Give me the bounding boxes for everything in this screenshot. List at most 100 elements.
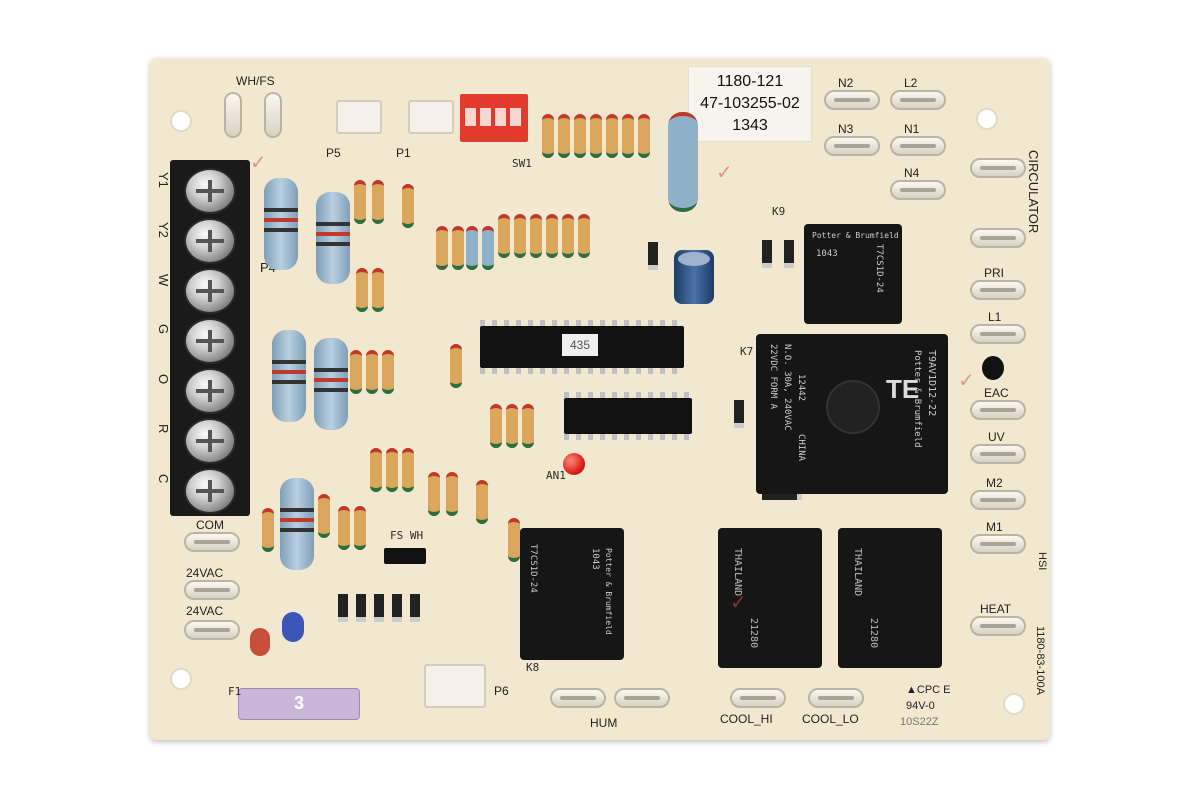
resistor [354, 506, 366, 550]
fs-wh-label: FS WH [390, 529, 424, 542]
power-resistor [316, 192, 350, 284]
resistor [466, 226, 478, 270]
l1-terminal [970, 324, 1026, 344]
driver-chip [564, 392, 692, 440]
cool-hi-label: COOL_HI [720, 712, 773, 726]
relay-cool-lo-origin: THAILAND [852, 548, 863, 597]
com-label: COM [196, 518, 224, 532]
diode [734, 400, 744, 428]
sticker-line-2: 47-103255-02 [700, 95, 800, 112]
board-part-number: 1180-83-100A [1034, 626, 1046, 695]
sw1-label: SW1 [512, 157, 532, 170]
film-capacitor [250, 628, 270, 656]
resistor [370, 448, 382, 492]
relay-k8-code: 1043 [590, 548, 600, 570]
relay-k7-form: 22VDC FORM A [768, 344, 778, 410]
mounting-hole [170, 110, 192, 132]
date-code: 10S22Z [900, 716, 939, 728]
n4-label: N4 [904, 166, 920, 180]
red-marking: ✓ [250, 152, 267, 174]
power-resistor [272, 330, 306, 422]
power-resistor [280, 478, 314, 570]
n4-terminal [890, 180, 946, 200]
thermal-fuse [982, 356, 1004, 380]
fs-wh-jumper [384, 548, 426, 564]
power-resistor [314, 338, 348, 430]
resistor [428, 472, 440, 516]
94v0-label: 94V-0 [906, 700, 935, 712]
resistor [606, 114, 618, 158]
heat-terminal [970, 616, 1026, 636]
diode [374, 594, 384, 622]
chip-label: 435 [562, 334, 598, 356]
resistor [546, 214, 558, 258]
resistor [350, 350, 362, 394]
terminal-screw [184, 418, 236, 464]
relay-cool-hi-origin: THAILAND [732, 548, 743, 597]
connector-p1 [408, 100, 454, 134]
pri-label: PRI [984, 266, 1005, 280]
diode [762, 240, 772, 268]
relay-k8: T7CS1D-24 Potter & Brumfield 1043 [520, 528, 624, 660]
diode [338, 594, 348, 622]
resistor [446, 472, 458, 516]
resistor [506, 404, 518, 448]
resistor [638, 114, 650, 158]
power-resistor [264, 178, 298, 270]
terminal-screw [184, 268, 236, 314]
pri-terminal [970, 280, 1026, 300]
resistor [522, 404, 534, 448]
k9-label: K9 [772, 205, 786, 218]
screw-label-y2: Y2 [156, 222, 171, 238]
relay-k9-model: T7CS1D-24 [874, 244, 884, 293]
m1-label: M1 [986, 520, 1003, 534]
wh-fs-terminal [264, 92, 282, 138]
terminal-screw [184, 468, 236, 514]
resistor [452, 226, 464, 270]
24vac-terminal-1 [184, 580, 240, 600]
hsi-label: HSI [1036, 552, 1048, 571]
p6-label: P6 [494, 684, 509, 698]
m2-terminal [970, 490, 1026, 510]
fuse-rating: 3 [293, 693, 304, 713]
relay-k9: Potter & Brumfield T7CS1D-24 1043 [804, 224, 902, 324]
thermostat-terminal-block [170, 160, 250, 516]
resistor [372, 180, 384, 224]
hum-terminal-2 [614, 688, 670, 708]
resistor [356, 268, 368, 312]
resistor [338, 506, 350, 550]
resistor [366, 350, 378, 394]
k8-label: K8 [526, 661, 540, 674]
hum-terminal-1 [550, 688, 606, 708]
n1-terminal [890, 136, 946, 156]
relay-k7: TE T9AV1D12-22 Potter & Brumfield 22VDC … [756, 334, 948, 494]
n2-label: N2 [838, 76, 854, 90]
screw-label-o: O [156, 374, 171, 385]
relay-k7-maker: Potter & Brumfield [912, 350, 922, 448]
l1-label: L1 [988, 310, 1002, 324]
24vac-terminal-2 [184, 620, 240, 640]
screw-label-g: G [156, 324, 171, 335]
diode [410, 594, 420, 622]
terminal-screw [184, 318, 236, 364]
relay-k7-code: 12442 [796, 374, 806, 402]
fuse: 3 [238, 688, 360, 720]
resistor [354, 180, 366, 224]
resistor [508, 518, 520, 562]
mounting-hole [976, 108, 998, 130]
diode [356, 594, 366, 622]
relay-k7-model: T9AV1D12-22 [926, 350, 937, 417]
relay-cool-hi: THAILAND 21280 [718, 528, 822, 668]
com-terminal [184, 532, 240, 552]
wh-fs-terminal [224, 92, 242, 138]
relay-cool-hi-code: 21280 [748, 618, 759, 649]
red-marking: ✓ [730, 592, 747, 614]
relay-k9-code: 1043 [816, 249, 838, 259]
n3-label: N3 [838, 122, 854, 136]
sticker-line-1: 1180-121 [716, 73, 784, 90]
f1-label: F1 [228, 685, 242, 698]
circulator-terminal [970, 158, 1026, 178]
circulator-terminal [970, 228, 1026, 248]
relay-k7-brand: TE [886, 374, 920, 404]
hum-label: HUM [590, 716, 618, 730]
